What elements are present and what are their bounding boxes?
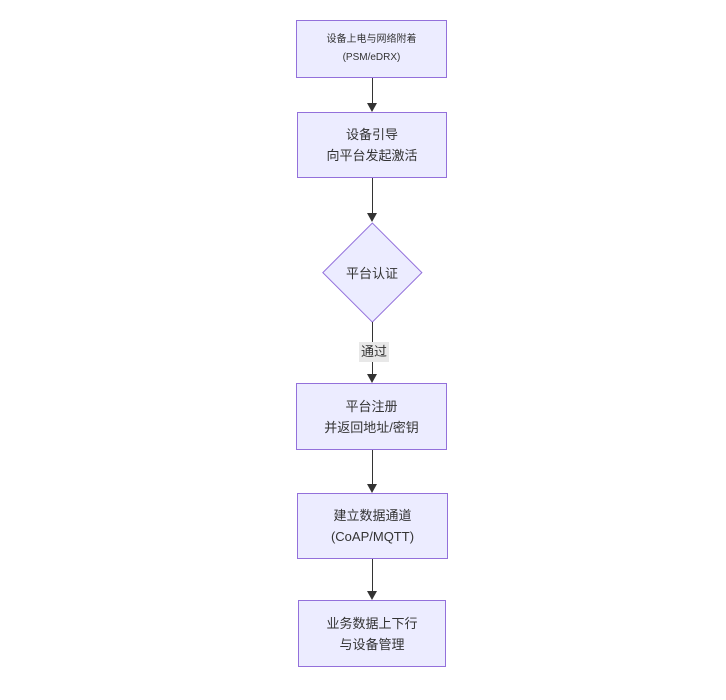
arrowhead-down-icon — [367, 374, 377, 383]
edge-label-pass: 通过 — [358, 342, 390, 362]
node-data-channel: 建立数据通道 (CoAP/MQTT) — [297, 493, 448, 559]
node-business-data: 业务数据上下行 与设备管理 — [298, 600, 446, 667]
edge-line — [371, 450, 373, 484]
node-platform-register: 平台注册 并返回地址/密钥 — [296, 383, 447, 450]
arrowhead-down-icon — [367, 484, 377, 493]
edge-power-to-bootstrap — [367, 78, 377, 112]
node-label-line: 与设备管理 — [339, 636, 405, 652]
edge-line — [371, 178, 373, 213]
arrowhead-down-icon — [367, 591, 377, 600]
node-label-line: 并返回地址/密钥 — [324, 419, 419, 435]
arrowhead-down-icon — [367, 213, 377, 222]
node-label-line: 设备上电与网络附着 — [326, 34, 417, 45]
edge-bootstrap-to-auth — [367, 178, 377, 222]
node-label-line: 设备引导 — [345, 127, 398, 142]
node-label-line: 向平台发起激活 — [326, 148, 418, 163]
node-label-line: (PSM/eDRX) — [342, 52, 401, 63]
edge-register-to-channel — [367, 450, 377, 493]
node-power-network-attach: 设备上电与网络附着 (PSM/eDRX) — [296, 20, 447, 78]
node-device-bootstrap: 设备引导 向平台发起激活 — [297, 112, 447, 178]
node-platform-auth: 平台认证 — [321, 221, 422, 322]
arrowhead-down-icon — [367, 103, 377, 112]
node-label-line: 平台认证 — [345, 265, 398, 281]
node-label-line: 建立数据通道 — [333, 508, 412, 523]
node-label-line: 业务数据上下行 — [326, 615, 418, 631]
node-label-line: 平台注册 — [345, 398, 398, 414]
edge-line — [371, 78, 373, 103]
edge-line — [371, 559, 373, 591]
node-label-line: (CoAP/MQTT) — [330, 529, 415, 544]
edge-channel-to-business — [367, 559, 377, 600]
